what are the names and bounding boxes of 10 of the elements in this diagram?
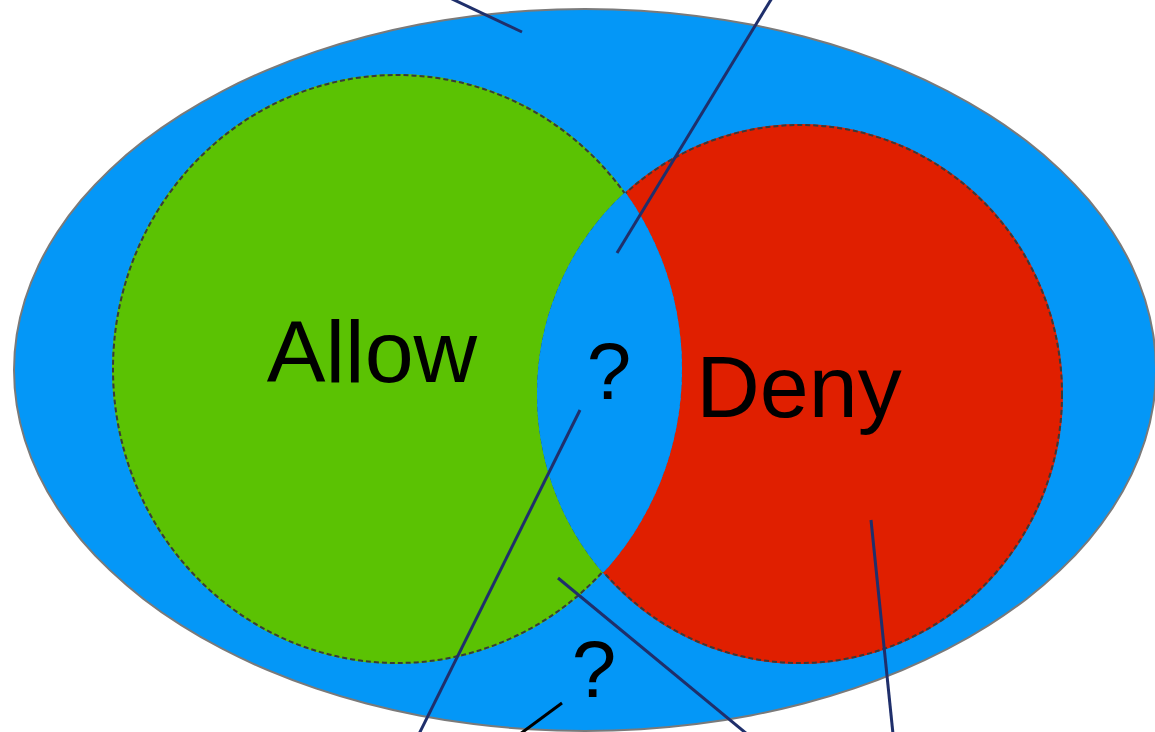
leader-line xyxy=(615,0,774,254)
question-mark-label: ? xyxy=(571,630,617,710)
region-label: ? xyxy=(586,332,632,412)
leader-line xyxy=(557,576,748,732)
leader-line xyxy=(519,701,563,732)
leader-line xyxy=(417,409,582,732)
leader-line xyxy=(869,519,895,732)
intersection-region xyxy=(537,192,682,572)
leader-line xyxy=(449,0,523,34)
region-label: Allow xyxy=(266,308,478,396)
